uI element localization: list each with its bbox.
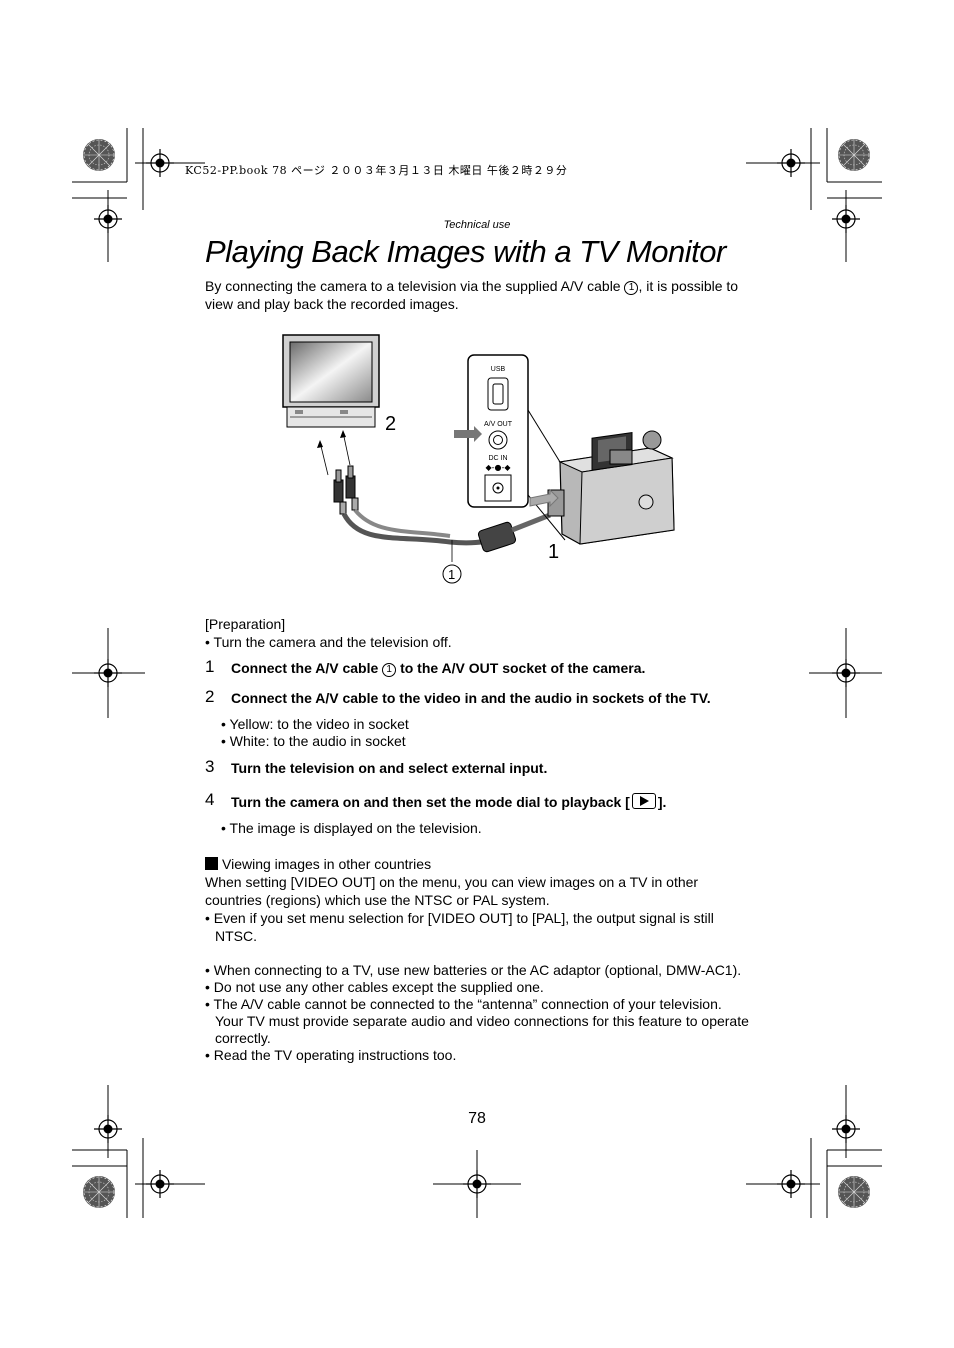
callout-2: 2 (385, 413, 396, 435)
list-item: • Read the TV operating instructions too… (205, 1047, 457, 1063)
countries-bullet: • Even if you set menu selection for [VI… (205, 910, 714, 944)
tv-icon (282, 334, 380, 428)
circled-number: 1 (624, 281, 639, 295)
circled-number: 1 (382, 663, 397, 677)
camera-icon (547, 430, 675, 545)
section-label: Technical use (443, 219, 511, 231)
connector-panel: USB A/V OUT DC IN ◆-●-◆ (467, 354, 529, 508)
step-3-text: Turn the television on and select extern… (231, 760, 548, 776)
square-bullet-icon (205, 857, 218, 870)
step-4-text: Turn the camera on and then set the mode… (231, 793, 666, 810)
intro-text-part2: , it is possible to view and play back t… (205, 278, 739, 312)
countries-section: Viewing images in other countries When s… (205, 855, 755, 945)
step-number: 4 (205, 790, 215, 809)
preparation-label: [Preparation] (205, 616, 286, 632)
step-1-text: Connect the A/V cable 1 to the A/V OUT s… (231, 660, 645, 677)
countries-heading-text: Viewing images in other countries (222, 856, 432, 872)
notes-list: • When connecting to a TV, use new batte… (205, 962, 753, 1064)
intro-text-part1: By connecting the camera to a television… (205, 278, 625, 294)
countries-paragraph: When setting [VIDEO OUT] on the menu, yo… (205, 874, 699, 908)
list-item: • White: to the audio in socket (221, 733, 406, 749)
list-item: • Yellow: to the video in socket (221, 716, 409, 732)
page-number: 78 (468, 1110, 486, 1127)
preparation-section: [Preparation] • Turn the camera and the … (205, 615, 452, 651)
list-item: • When connecting to a TV, use new batte… (205, 962, 742, 978)
step-number: 2 (205, 687, 215, 706)
list-item: • The A/V cable cannot be connected to t… (205, 996, 749, 1046)
tv-connection-illustration: 2 1 USB A/V OUT DC IN ◆-●-◆ (282, 334, 675, 584)
step-4: 4 (205, 790, 214, 810)
polarity-icon: ◆-●-◆ (485, 463, 511, 472)
step-1-text-b: to the A/V OUT socket of the camera. (396, 660, 646, 676)
registration-star-icon (837, 1175, 871, 1209)
step-4-text-a: Turn the camera on and then set the mode… (231, 794, 630, 810)
step-4-bullet: • The image is displayed on the televisi… (221, 820, 482, 836)
page-title: Playing Back Images with a TV Monitor (205, 234, 726, 269)
step-number: 1 (205, 657, 215, 676)
dc-in-label: DC IN (488, 455, 507, 462)
step-1-text-a: Connect the A/V cable (231, 660, 383, 676)
av-plugs-icon (333, 465, 359, 515)
registration-star-icon (82, 1175, 116, 1209)
playback-icon (631, 793, 656, 809)
step-2-bullets: • Yellow: to the video in socket • White… (221, 716, 409, 750)
registration-star-icon (837, 138, 871, 172)
callout-1: 1 (548, 541, 559, 563)
step-3: 3 (205, 757, 214, 777)
usb-label: USB (491, 366, 506, 373)
step-2-text: Connect the A/V cable to the video in an… (231, 690, 711, 706)
registration-star-icon (82, 138, 116, 172)
step-2: 2 (205, 687, 214, 707)
callout-circle-1: 1 (448, 567, 455, 582)
intro-paragraph: By connecting the camera to a television… (205, 277, 765, 313)
list-item: • Do not use any other cables except the… (205, 979, 544, 995)
step-4-text-b: ]. (657, 794, 667, 810)
step-1: 1 (205, 657, 214, 677)
print-header: KC52-PP.book 78 ページ ２００３年３月１３日 木曜日 午後２時２… (185, 164, 568, 177)
arrow-icon (454, 426, 482, 442)
preparation-bullet: • Turn the camera and the television off… (205, 634, 452, 650)
av-out-label: A/V OUT (484, 421, 513, 428)
countries-heading: Viewing images in other countries (205, 855, 755, 873)
step-number: 3 (205, 757, 215, 776)
